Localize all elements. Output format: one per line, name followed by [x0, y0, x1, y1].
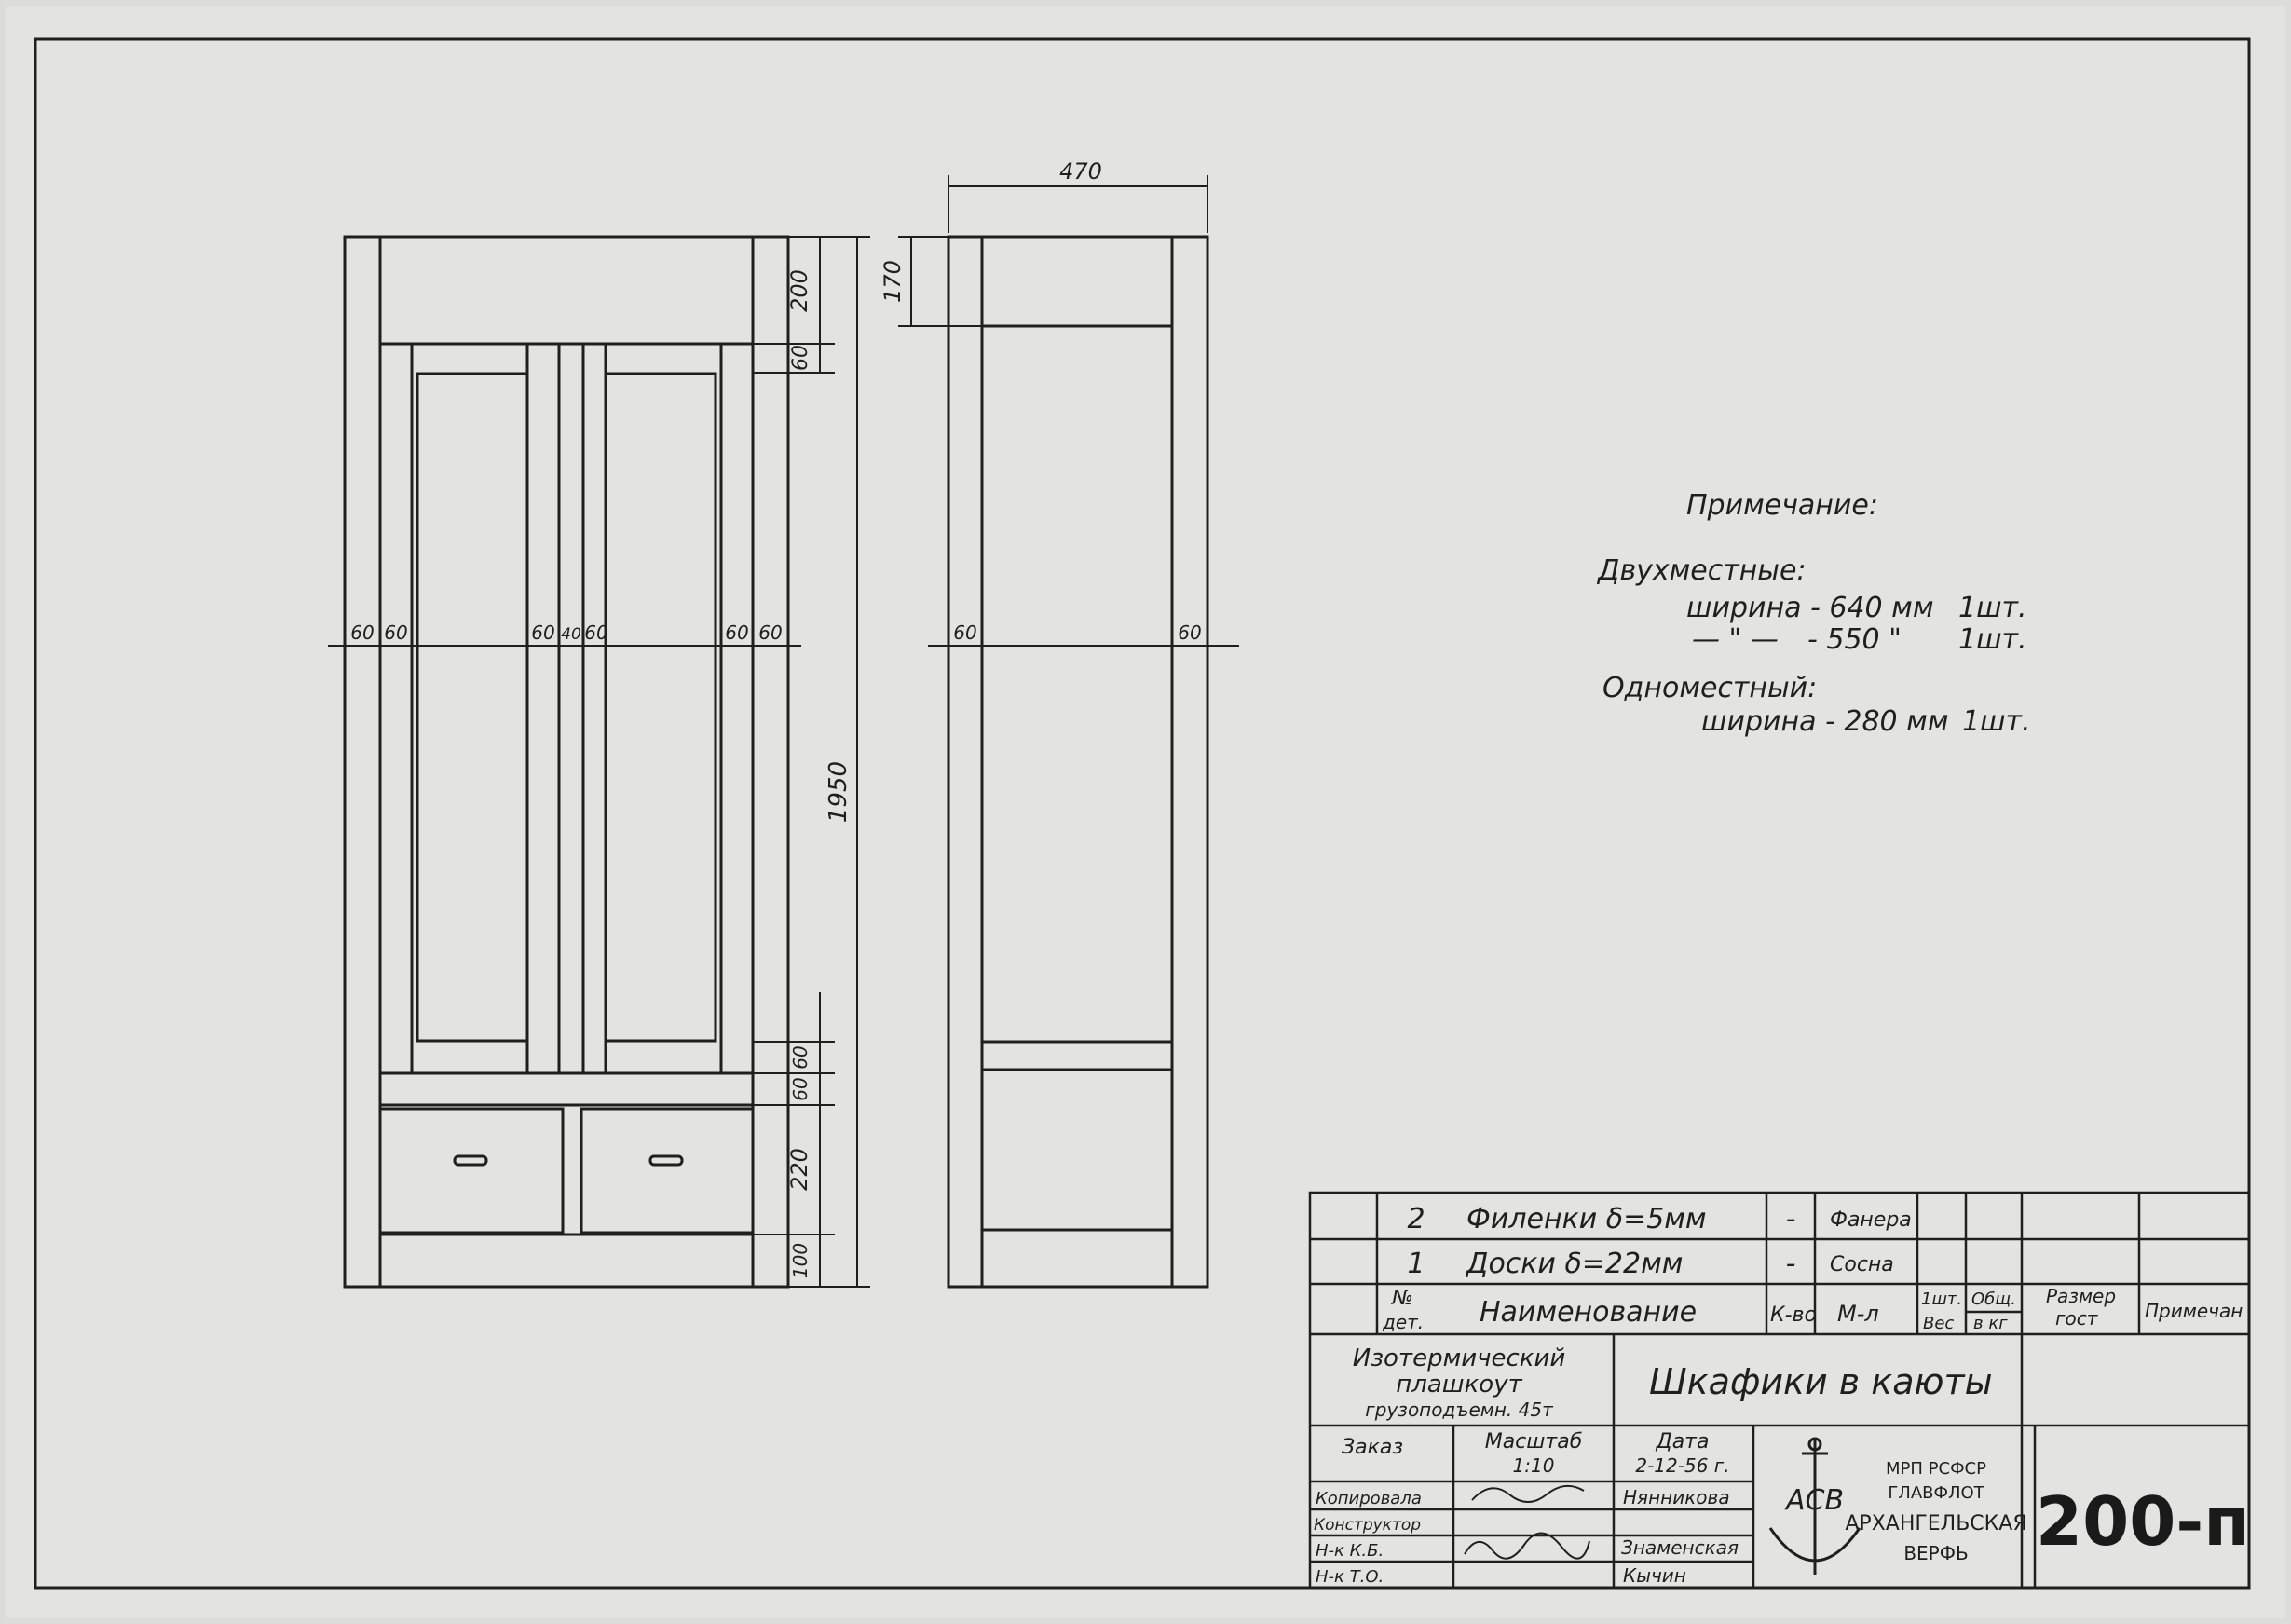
org-line2: ГЛАВФЛОТ — [1888, 1483, 1984, 1503]
dim-100: 100 — [789, 1243, 811, 1278]
spec-table-text: 2 Филенки δ=5мм - Фанера 1 Доски δ=22мм … — [1382, 1203, 2243, 1333]
spec-row2-qty: - — [1786, 1203, 1796, 1235]
front-view — [343, 235, 790, 1289]
dim-w-40: 40 — [561, 625, 581, 644]
header-weight-unit: в кг — [1973, 1314, 2008, 1333]
header-det: дет. — [1382, 1311, 1424, 1333]
spec-row1-no: 1 — [1407, 1248, 1425, 1280]
right-drawer-handle-icon — [648, 1154, 684, 1167]
dim-w-60-4: 60 — [584, 621, 607, 644]
copied-label: Копировала — [1316, 1489, 1422, 1508]
note-row2-ditto: — " — — [1692, 623, 1779, 656]
dim-w-60-2: 60 — [384, 621, 407, 644]
designer-label: Конструктор — [1314, 1516, 1421, 1535]
note-title: Примечание: — [1686, 489, 1878, 522]
header-weight-total: Общ. — [1971, 1290, 2016, 1309]
note-row3-width: ширина - 280 мм — [1701, 705, 1948, 738]
note-block: Примечание: Двухместные: ширина - 640 мм… — [1596, 489, 2031, 738]
spec-row1-name: Доски δ=22мм — [1465, 1248, 1683, 1280]
dim-60-a: 60 — [789, 1045, 811, 1069]
dim-side-60-right: 60 — [1178, 621, 1201, 644]
org-line3: АРХАНГЕЛЬСКАЯ — [1845, 1512, 2026, 1535]
header-size-2: гост — [2055, 1307, 2099, 1330]
header-no: № — [1391, 1287, 1413, 1310]
spec-row1-qty: - — [1786, 1248, 1796, 1280]
logo-letters: АСВ — [1784, 1484, 1844, 1517]
title-block-text: Изотермический плашкоут грузоподъемн. 45… — [1314, 1344, 2250, 1587]
note-row1-width: ширина - 640 мм — [1686, 592, 1933, 624]
header-qty: К-во — [1770, 1303, 1817, 1327]
dim-220: 220 — [786, 1148, 812, 1191]
org-line4: ВЕРФЬ — [1903, 1542, 1968, 1564]
note-row2-qty: 1шт. — [1958, 623, 2027, 656]
note-row2-width: - 550 " — [1807, 623, 1902, 656]
scale-label: Масштаб — [1485, 1430, 1583, 1453]
note-row3-qty: 1шт. — [1962, 705, 2031, 738]
dim-w-60-3: 60 — [531, 621, 554, 644]
drawing-title: Шкафики в каюты — [1649, 1361, 1993, 1402]
header-name: Наименование — [1480, 1296, 1697, 1329]
left-drawer-handle-icon — [453, 1154, 488, 1167]
dimension-lines — [328, 175, 1239, 1288]
header-weight-one: 1шт. — [1921, 1290, 1962, 1309]
drawing-frame — [34, 37, 2251, 1590]
title-block — [1308, 1191, 2251, 1590]
head-kb-label: Н-к К.Б. — [1316, 1541, 1384, 1561]
copied-name: Нянникова — [1623, 1486, 1730, 1508]
right-drawer — [580, 1107, 755, 1235]
paper-sheet — [6, 6, 2285, 1618]
dim-470: 470 — [1059, 158, 1102, 184]
side-outline — [947, 235, 1209, 1289]
note-row1-qty: 1шт. — [1958, 592, 2027, 624]
dim-170: 170 — [880, 260, 906, 303]
note-double-heading: Двухместные: — [1596, 554, 1807, 587]
spec-row2-no: 2 — [1407, 1203, 1425, 1235]
vessel-line3: грузоподъемн. 45т — [1365, 1399, 1554, 1421]
drawing-number: 200-п — [2036, 1482, 2250, 1561]
date-label: Дата — [1656, 1430, 1710, 1453]
dimension-labels: 470 200 60 170 1950 60 60 220 100 60 60 … — [350, 158, 1201, 1278]
dim-side-60-left: 60 — [953, 621, 976, 644]
copied-signature-icon — [1471, 1484, 1585, 1503]
head-to-name: Кычин — [1623, 1564, 1686, 1587]
dim-1950: 1950 — [825, 761, 852, 823]
anchor-logo-icon — [1768, 1437, 1861, 1575]
header-weight-label: Вес — [1923, 1314, 1954, 1333]
dim-w-60-1: 60 — [350, 621, 374, 644]
org-line1: МРП РСФСР — [1886, 1459, 1986, 1479]
head-to-label: Н-к Т.О. — [1316, 1567, 1384, 1587]
header-material: М-л — [1837, 1301, 1879, 1327]
vessel-line1: Изотермический — [1353, 1344, 1566, 1372]
order-label: Заказ — [1342, 1436, 1403, 1459]
left-drawer — [378, 1107, 565, 1235]
dim-w-60-6: 60 — [758, 621, 782, 644]
spec-row2-name: Филенки δ=5мм — [1466, 1203, 1707, 1235]
front-outline — [343, 235, 790, 1289]
dim-w-60-5: 60 — [725, 621, 748, 644]
dim-60-top: 60 — [789, 345, 812, 371]
note-single-heading: Одноместный: — [1602, 672, 1817, 704]
date-value: 2-12-56 г. — [1635, 1454, 1729, 1477]
dim-200: 200 — [786, 269, 812, 312]
header-size-1: Размер — [2046, 1285, 2116, 1307]
scale-value: 1:10 — [1513, 1454, 1555, 1477]
header-remark: Примечан — [2145, 1300, 2243, 1322]
spec-row2-material: Фанера — [1830, 1208, 1912, 1232]
side-view — [947, 235, 1209, 1289]
head-kb-name: Знаменская — [1621, 1536, 1739, 1559]
dim-60-b: 60 — [789, 1077, 811, 1100]
spec-row1-material: Сосна — [1830, 1253, 1894, 1276]
head-kb-signature-icon — [1464, 1532, 1590, 1560]
vessel-line2: плашкоут — [1396, 1371, 1522, 1399]
